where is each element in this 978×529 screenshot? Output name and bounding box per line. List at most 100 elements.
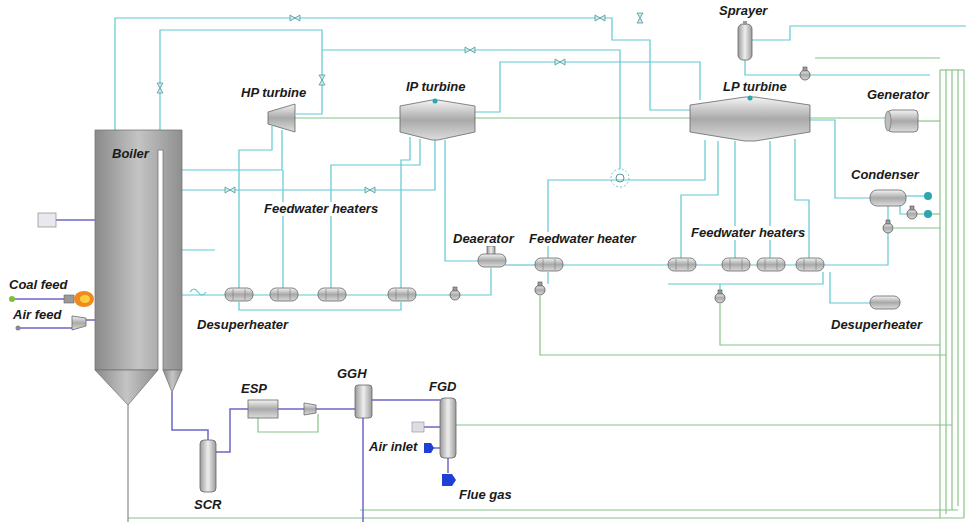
steam-line [239, 302, 401, 310]
ash-line [127, 405, 128, 522]
power-line [957, 70, 958, 506]
equipment-label: Feedwater heaters [690, 226, 806, 240]
lp-turbine-symbol [690, 97, 810, 141]
port-dot [748, 96, 753, 101]
ggh-symbol [355, 385, 372, 418]
pump-symbol [883, 220, 893, 233]
fgd-column [440, 398, 456, 458]
gas-line [362, 418, 364, 522]
feedwater-heater-symbol [722, 258, 750, 271]
condenser-symbol [870, 190, 906, 206]
gas-line [18, 327, 72, 329]
cooling-water-port [924, 192, 932, 218]
gas-line [86, 319, 95, 321]
sprayer-symbol [738, 21, 752, 60]
valve-symbol [637, 13, 643, 23]
power-line [951, 70, 952, 510]
steam-line [547, 272, 548, 284]
feedwater-heater-symbol [318, 288, 346, 301]
steam-line [745, 60, 800, 75]
air-inlet-port [424, 443, 434, 453]
hp-turbine-symbol [268, 104, 295, 132]
equipment-label: SCR [193, 498, 222, 512]
equipment-label: Generator [866, 88, 930, 102]
steam-line [668, 272, 823, 284]
equipment-label: Feedwater heater [528, 232, 637, 246]
valve-symbol [225, 187, 235, 193]
power-line [894, 227, 940, 228]
steam-line [160, 30, 322, 130]
equipment-label: Deaerator [452, 232, 515, 246]
power-line [815, 57, 940, 58]
equipment-label: Sprayer [718, 4, 768, 18]
valve-symbol [319, 75, 325, 85]
steam-line [182, 249, 215, 250]
equipment-label: ESP [240, 382, 268, 396]
steam-line [322, 50, 620, 169]
gas-line [216, 409, 248, 452]
power-line [456, 424, 952, 425]
power-line [918, 120, 940, 121]
steam-line [769, 141, 770, 258]
burner-flame [9, 291, 94, 307]
ash-line [127, 405, 128, 522]
equipment-label: Feedwater heaters [263, 202, 379, 216]
gas-line [172, 392, 208, 440]
equipment-label: Flue gas [458, 488, 513, 502]
pump-symbol [907, 206, 917, 219]
boiler-symbol [95, 370, 158, 405]
pump-symbol [800, 67, 810, 80]
steam-line [401, 137, 410, 288]
valve-symbol [595, 15, 605, 21]
burner-flame [9, 296, 15, 302]
steam-line [505, 264, 535, 265]
equipment-label: Air feed [12, 308, 62, 322]
feedwater-heater-symbol [535, 258, 563, 271]
mixer-symbol [611, 169, 629, 187]
power-line [128, 58, 964, 518]
steam-line [905, 195, 924, 196]
gas-line [372, 399, 440, 401]
power-line [963, 70, 964, 518]
boiler-symbol [95, 130, 182, 370]
sprayer-symbol [738, 24, 752, 60]
steam-line [810, 74, 930, 75]
burner-flame [64, 295, 74, 303]
generator-symbol [888, 110, 918, 132]
steam-line [475, 62, 700, 112]
steam-line [900, 206, 907, 214]
equipment-label: Coal feed [8, 278, 69, 292]
cooling-water-port [924, 192, 932, 200]
desuperheater-symbol [870, 296, 900, 309]
equipment-label: FGD [428, 380, 457, 394]
flue-gas-port [442, 474, 456, 486]
steam-line [734, 141, 735, 258]
air-compressor [16, 326, 21, 331]
equipment-label: Boiler [111, 147, 150, 161]
feedwater-heater-symbol [668, 258, 696, 271]
valve-symbol [465, 47, 475, 53]
power-line [945, 70, 946, 514]
valve-symbol [157, 13, 643, 193]
steam-line [115, 18, 966, 310]
equipment-label: Condenser [850, 168, 920, 182]
gas-line [315, 408, 355, 410]
generator-symbol [885, 110, 918, 132]
power-line [540, 296, 946, 355]
burner-flame [74, 291, 94, 307]
deaerator-symbol [478, 254, 506, 267]
gas-line [14, 220, 448, 522]
mixer-symbol [611, 169, 629, 187]
fan-symbol [304, 403, 316, 415]
scr-column [200, 440, 216, 492]
boiler-symbol [95, 130, 182, 405]
feedwater-heater-symbol [388, 288, 416, 301]
air-inlet-block [412, 422, 424, 432]
gas-line [56, 219, 95, 221]
sprayer-symbol [743, 21, 747, 25]
burner-flame [80, 295, 90, 303]
port-dot [433, 99, 438, 104]
feedwater-heater-symbol [270, 288, 298, 301]
